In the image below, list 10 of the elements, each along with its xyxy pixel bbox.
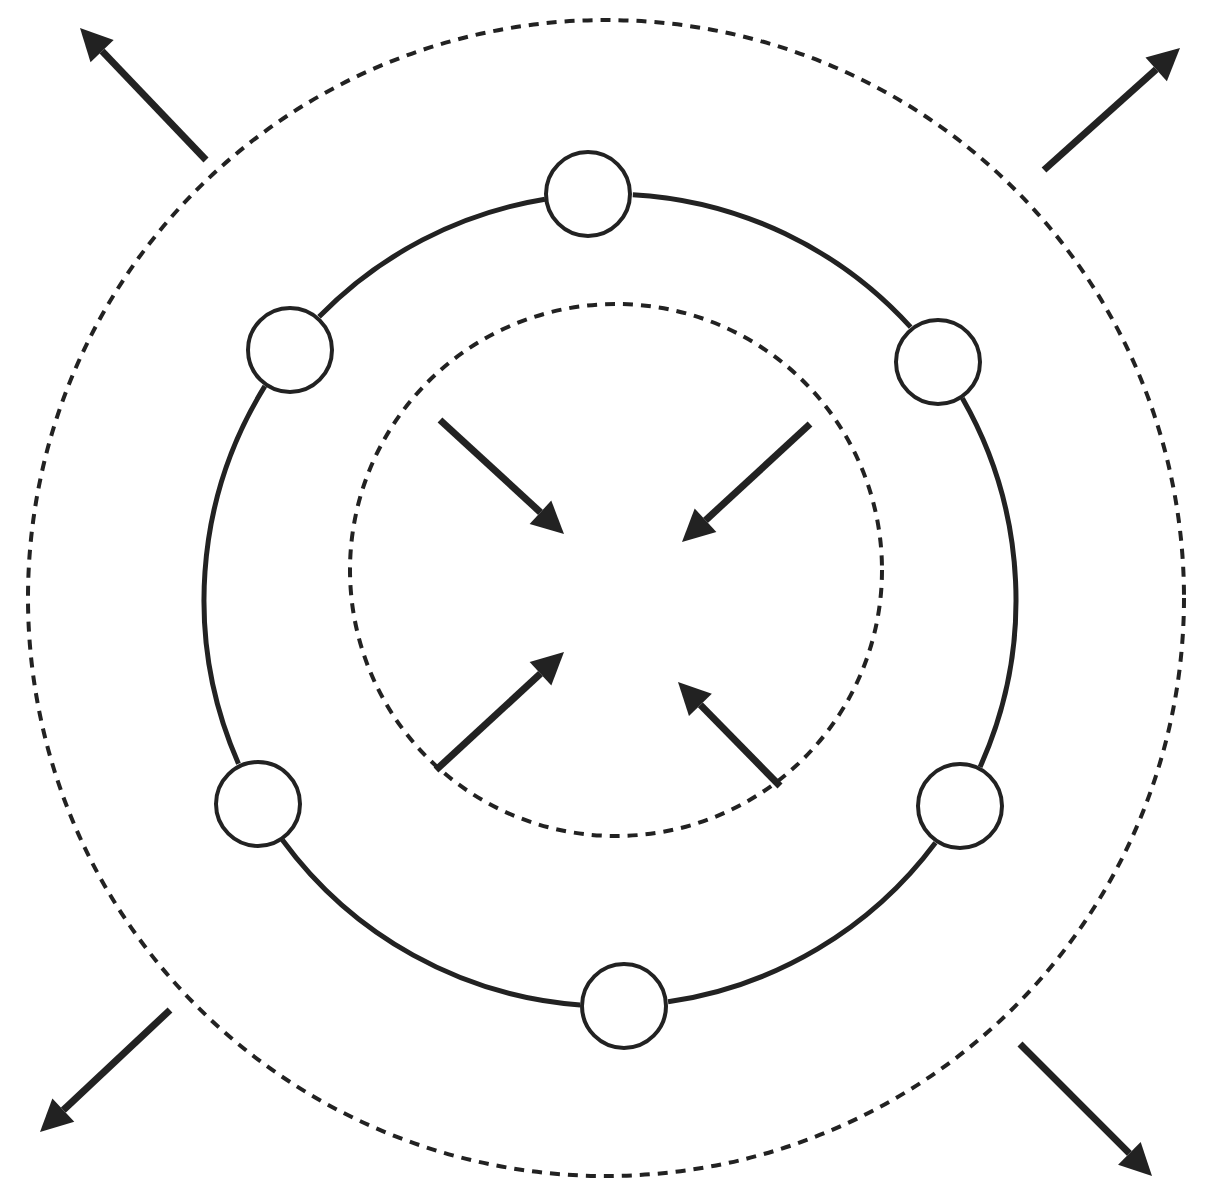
ring-connector: [632, 192, 913, 329]
ring-connector: [960, 397, 1018, 768]
ring-connector: [202, 385, 268, 765]
ring-connector: [317, 196, 546, 319]
ring-connector: [280, 838, 581, 1008]
ring-connector: [667, 841, 938, 1005]
ring-node-circle: [214, 759, 303, 847]
ring-node-circle: [246, 306, 335, 395]
ring-node-circle: [915, 762, 1004, 851]
ring-node-circle: [894, 317, 983, 406]
